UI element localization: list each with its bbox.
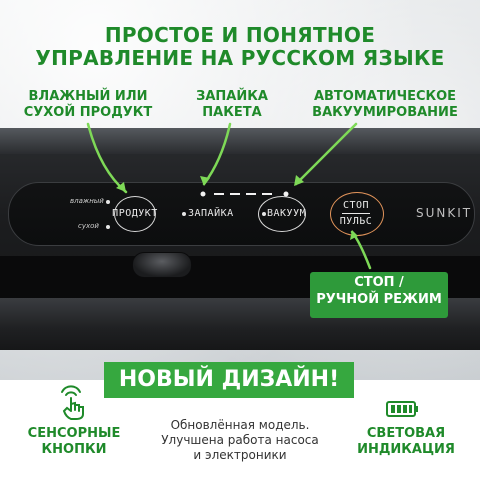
- callout-auto-line-1: АВТОМАТИЧЕСКОЕ: [313, 89, 457, 104]
- feature-touch-line-2: КНОПКИ: [41, 442, 107, 457]
- callout-product: ВЛАЖНЫЙ ИЛИ СУХОЙ ПРОДУКТ: [18, 89, 158, 121]
- seal-led: [182, 212, 186, 216]
- callout-stop-line-2: РУЧНОЙ РЕЖИМ: [316, 292, 442, 307]
- feature-light-line-2: ИНДИКАЦИЯ: [357, 442, 455, 457]
- seal-indicator-dashes-icon: [200, 191, 289, 197]
- lid-latch-knob[interactable]: [132, 252, 192, 278]
- dry-mode-label: сухой: [78, 222, 99, 230]
- stop-button-label: СТОП: [342, 200, 370, 211]
- moist-mode-label: влажный: [70, 197, 104, 205]
- light-indicator-icon: [386, 401, 418, 417]
- callout-stop-line-1: СТОП /: [354, 275, 404, 290]
- feature-model: Обновлённая модель. Улучшена работа насо…: [140, 418, 340, 463]
- headline-line-1: ПРОСТОЕ И ПОНЯТНОЕ: [104, 23, 376, 47]
- control-panel: [8, 182, 475, 246]
- seal-button[interactable]: ЗАПАЙКА: [188, 208, 234, 219]
- vacuum-button-label: ВАКУУМ: [267, 208, 307, 219]
- feature-model-line-2: Улучшена работа насоса: [161, 433, 319, 447]
- dry-mode-led: [106, 225, 110, 229]
- feature-model-line-3: и электроники: [193, 448, 287, 462]
- callout-product-line-1: ВЛАЖНЫЙ ИЛИ: [28, 89, 148, 104]
- pulse-button-label: ПУЛЬС: [339, 216, 373, 227]
- headline-line-2: УПРАВЛЕНИЕ НА РУССКОМ ЯЗЫКЕ: [35, 46, 445, 70]
- callout-product-line-2: СУХОЙ ПРОДУКТ: [23, 105, 153, 120]
- feature-touch-line-1: СЕНСОРНЫЕ: [27, 426, 121, 441]
- callout-seal: ЗАПАЙКА ПАКЕТА: [182, 89, 282, 121]
- moist-mode-led: [106, 200, 110, 204]
- product-button[interactable]: [114, 196, 156, 232]
- stop-pulse-divider: [342, 213, 370, 214]
- vacuum-sealer-top-edge: [0, 128, 480, 154]
- feature-model-line-1: Обновлённая модель.: [170, 418, 310, 432]
- feature-light-line-1: СВЕТОВАЯ: [366, 426, 446, 441]
- vacuum-button[interactable]: [258, 196, 306, 232]
- callout-seal-line-1: ЗАПАЙКА: [196, 89, 268, 104]
- touch-hand-icon: [61, 385, 84, 420]
- brand-logo: SUNKIT: [416, 206, 473, 220]
- callout-stop: СТОП / РУЧНОЙ РЕЖИМ: [310, 272, 448, 318]
- seal-indicator-lights: [200, 182, 290, 197]
- feature-touch: СЕНСОРНЫЕ КНОПКИ: [14, 426, 134, 458]
- product-button-label: ПРОДУКТ: [112, 208, 158, 219]
- new-design-banner: НОВЫЙ ДИЗАЙН!: [104, 362, 354, 398]
- feature-light: СВЕТОВАЯ ИНДИКАЦИЯ: [346, 426, 466, 458]
- vacuum-led: [262, 212, 266, 216]
- callout-seal-line-2: ПАКЕТА: [202, 105, 262, 120]
- callout-auto: АВТОМАТИЧЕСКОЕ ВАКУУМИРОВАНИЕ: [300, 89, 470, 121]
- callout-auto-line-2: ВАКУУМИРОВАНИЕ: [312, 105, 458, 120]
